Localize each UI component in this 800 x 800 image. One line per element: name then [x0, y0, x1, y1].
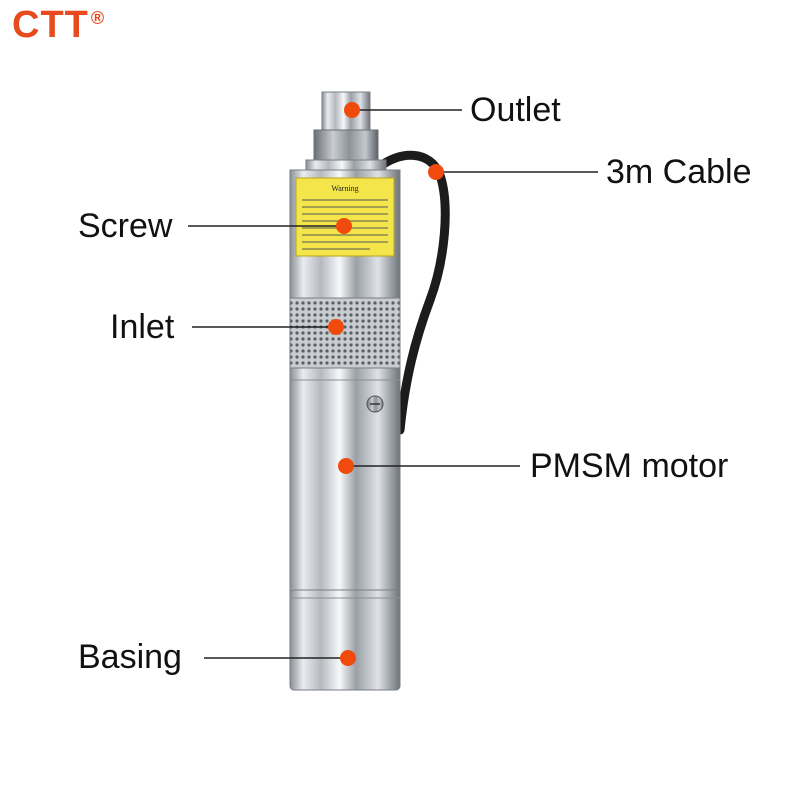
power-cable	[373, 150, 450, 435]
dot-cable	[428, 164, 444, 180]
inlet-mesh	[289, 297, 401, 371]
motor-housing	[289, 367, 401, 594]
label-motor: PMSM motor	[530, 447, 729, 485]
label-cable: 3m Cable	[606, 153, 752, 191]
pump-head: Warning	[289, 169, 401, 301]
label-outlet: Outlet	[470, 91, 561, 129]
warning-label-title: Warning	[331, 184, 358, 193]
brand-logo: CTT®	[12, 4, 105, 47]
callout-dots	[328, 102, 444, 666]
pump-base	[289, 589, 401, 691]
registered-mark: ®	[90, 8, 106, 28]
dot-basing	[340, 650, 356, 666]
label-inlet: Inlet	[110, 308, 175, 346]
brand-name: CTT	[12, 4, 89, 46]
warning-label	[295, 177, 395, 257]
dot-screw	[336, 218, 352, 234]
dot-inlet	[328, 319, 344, 335]
outlet-fitting	[305, 91, 387, 175]
label-basing: Basing	[78, 638, 182, 676]
dot-motor	[338, 458, 354, 474]
dot-outlet	[344, 102, 360, 118]
leader-lines	[188, 109, 598, 659]
label-screw: Screw	[78, 207, 173, 245]
